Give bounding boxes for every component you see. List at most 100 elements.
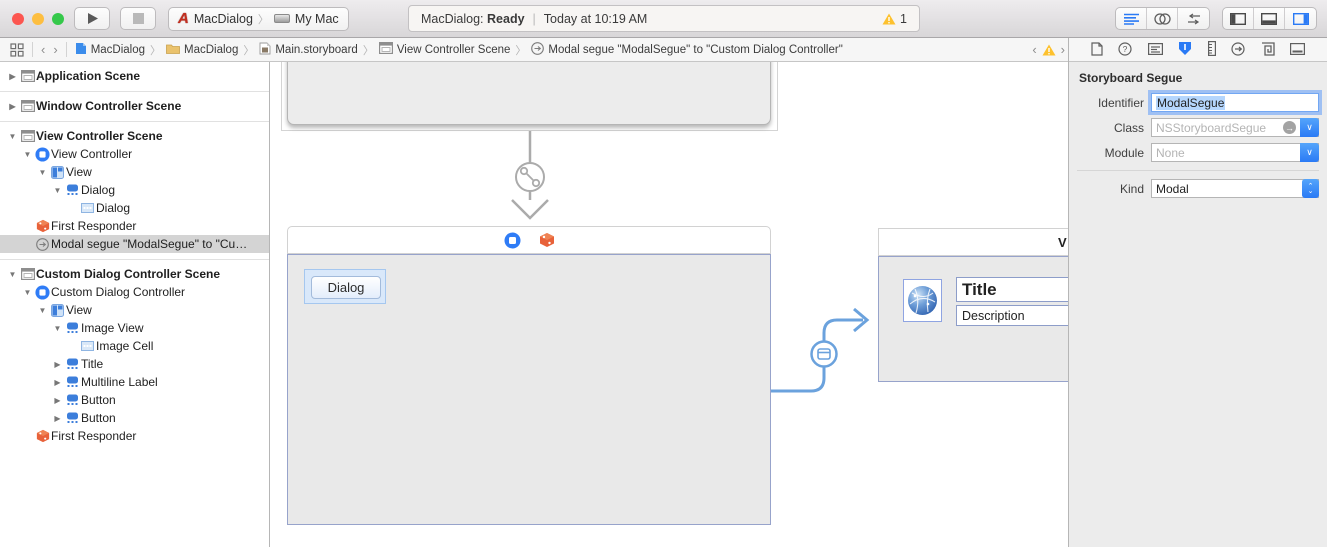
outline-row[interactable]: Dialog	[0, 199, 269, 217]
outline-row[interactable]: ▶ Title	[0, 355, 269, 373]
disclosure-triangle-icon[interactable]: ▶	[9, 101, 16, 111]
close-window-button[interactable]	[12, 12, 24, 25]
disclosure-triangle-icon[interactable]: ▼	[8, 269, 17, 279]
view-controller-scene-header[interactable]	[287, 226, 771, 254]
outline-row[interactable]: ▼ View	[0, 163, 269, 181]
standard-editor-button[interactable]	[1116, 8, 1147, 29]
outline-row[interactable]: ▶Button	[0, 409, 269, 427]
outline-row[interactable]: ▶Multiline Label	[0, 373, 269, 391]
custom-dialog-view[interactable]: Title Description	[878, 256, 1068, 382]
class-combobox[interactable]: NSStoryboardSegue → ∨	[1151, 118, 1319, 137]
view-controller-icon[interactable]	[504, 232, 521, 249]
storyboard-canvas[interactable]: Dialog V Title Description	[270, 62, 1068, 547]
disclosure-triangle-icon[interactable]: ▶	[54, 413, 61, 423]
custom-dialog-scene-header[interactable]: V	[878, 228, 1068, 256]
first-responder-icon[interactable]	[539, 232, 555, 248]
run-button[interactable]	[74, 7, 110, 30]
inspector-tab-identity[interactable]	[1147, 42, 1163, 58]
zoom-window-button[interactable]	[52, 12, 64, 25]
disclosure-triangle-icon[interactable]: ▼	[38, 167, 47, 177]
next-issue-button[interactable]: ›	[1060, 42, 1065, 57]
outline-row[interactable]: First Responder	[0, 217, 269, 235]
inspector-tab-bindings[interactable]	[1261, 41, 1275, 59]
outline-separator	[0, 85, 269, 97]
outline-row[interactable]: ▼ Custom Dialog Controller	[0, 283, 269, 301]
outline-row-selected[interactable]: Modal segue "ModalSegue" to "Cu…	[0, 235, 269, 253]
modal-segue-badge[interactable]	[810, 340, 838, 368]
disclosure-triangle-icon[interactable]: ▼	[23, 287, 32, 297]
disclosure-triangle-icon[interactable]: ▼	[53, 323, 62, 333]
dialog-push-button[interactable]: Dialog	[311, 276, 381, 299]
module-dropdown-button[interactable]: ∨	[1300, 143, 1319, 162]
inspector-tab-connections[interactable]	[1231, 41, 1245, 59]
inspector-tab-file[interactable]	[1091, 41, 1103, 59]
toggle-navigator-button[interactable]	[1223, 8, 1254, 29]
breadcrumb-item[interactable]: View Controller Scene	[378, 42, 510, 57]
show-segue-badge[interactable]	[515, 162, 545, 192]
inspector-tab-size[interactable]	[1207, 41, 1216, 59]
outline-row[interactable]: ▼View Controller Scene	[0, 127, 269, 145]
breadcrumb-item[interactable]: Modal segue "ModalSegue" to "Custom Dial…	[531, 41, 843, 58]
disclosure-triangle-icon[interactable]: ▶	[54, 395, 61, 405]
title-label-field[interactable]: Title	[956, 277, 1068, 302]
disclosure-triangle-icon[interactable]: ▶	[9, 71, 16, 81]
related-items-icon[interactable]	[10, 42, 24, 57]
kind-popup-button[interactable]: ⌃⌄	[1302, 179, 1319, 198]
go-forward-button[interactable]: ›	[53, 42, 58, 57]
image-view[interactable]	[903, 279, 942, 322]
toggle-debug-area-button[interactable]	[1254, 8, 1285, 29]
jump-to-class-icon[interactable]: →	[1283, 121, 1296, 134]
outline-label: Custom Dialog Controller	[51, 285, 186, 299]
identifier-input[interactable]: ModalSegue	[1151, 93, 1319, 112]
modal-dialog-icon	[817, 348, 831, 360]
outline-row[interactable]: ▼View	[0, 301, 269, 319]
version-editor-button[interactable]	[1178, 8, 1209, 29]
issue-badge[interactable]: 1	[882, 12, 907, 26]
outline-row[interactable]: First Responder	[0, 427, 269, 445]
toggle-inspector-button[interactable]	[1285, 8, 1316, 29]
outline-row[interactable]: ▼Image View	[0, 319, 269, 337]
disclosure-triangle-icon[interactable]: ▼	[53, 185, 62, 195]
kind-label: Kind	[1119, 181, 1144, 196]
view-controller-icon	[34, 146, 51, 162]
previous-issue-button[interactable]: ‹	[1032, 42, 1037, 57]
outline-label: Title	[81, 357, 104, 371]
window-controller-window[interactable]	[287, 62, 771, 125]
status-app-name: MacDialog:	[421, 11, 484, 26]
inspector-tab-view-effects[interactable]	[1290, 42, 1306, 58]
disclosure-triangle-icon[interactable]: ▼	[8, 131, 17, 141]
disclosure-triangle-icon[interactable]: ▼	[38, 305, 47, 315]
inspector-tab-quick-help[interactable]: ?	[1118, 41, 1132, 59]
breadcrumb-item[interactable]: MacDialog	[166, 43, 238, 57]
cell-icon	[79, 341, 96, 351]
breadcrumb-item[interactable]: MacDialog	[75, 42, 145, 58]
kind-popup[interactable]: Modal ⌃⌄	[1151, 179, 1319, 198]
view-controller-view[interactable]: Dialog	[287, 254, 771, 525]
outline-label: Modal segue "ModalSegue" to "Cu…	[51, 237, 248, 251]
class-dropdown-button[interactable]: ∨	[1300, 118, 1319, 137]
minimize-window-button[interactable]	[32, 12, 44, 25]
go-back-button[interactable]: ‹	[41, 42, 46, 57]
outline-row[interactable]: ▶Button	[0, 391, 269, 409]
outline-label: View	[66, 165, 92, 179]
description-label-field[interactable]: Description	[956, 305, 1068, 326]
outline-row[interactable]: Image Cell	[0, 337, 269, 355]
disclosure-triangle-icon[interactable]: ▶	[54, 377, 61, 387]
outline-row[interactable]: ▶Application Scene	[0, 67, 269, 85]
issue-warning-icon[interactable]	[1042, 44, 1056, 56]
disclosure-triangle-icon[interactable]: ▶	[54, 359, 61, 369]
scheme-selector[interactable]: A MacDialog 〉 My Mac	[168, 6, 349, 31]
outline-row[interactable]: ▶Window Controller Scene	[0, 97, 269, 115]
disclosure-triangle-icon[interactable]: ▼	[23, 149, 32, 159]
module-combobox[interactable]: None ∨	[1151, 143, 1319, 162]
breadcrumb-item[interactable]: Main.storyboard	[259, 42, 358, 58]
inspector-tab-attributes[interactable]	[1178, 41, 1192, 59]
outline-row[interactable]: ▼Dialog	[0, 181, 269, 199]
document-outline: ▶Application Scene ▶Window Controller Sce…	[0, 62, 270, 547]
stop-button[interactable]	[120, 7, 156, 30]
outline-row[interactable]: ▼View Controller	[0, 145, 269, 163]
assistant-editor-button[interactable]	[1147, 8, 1178, 29]
modal-segue-line[interactable]	[771, 318, 863, 393]
outline-row[interactable]: ▼Custom Dialog Controller Scene	[0, 265, 269, 283]
outline-separator	[0, 115, 269, 127]
